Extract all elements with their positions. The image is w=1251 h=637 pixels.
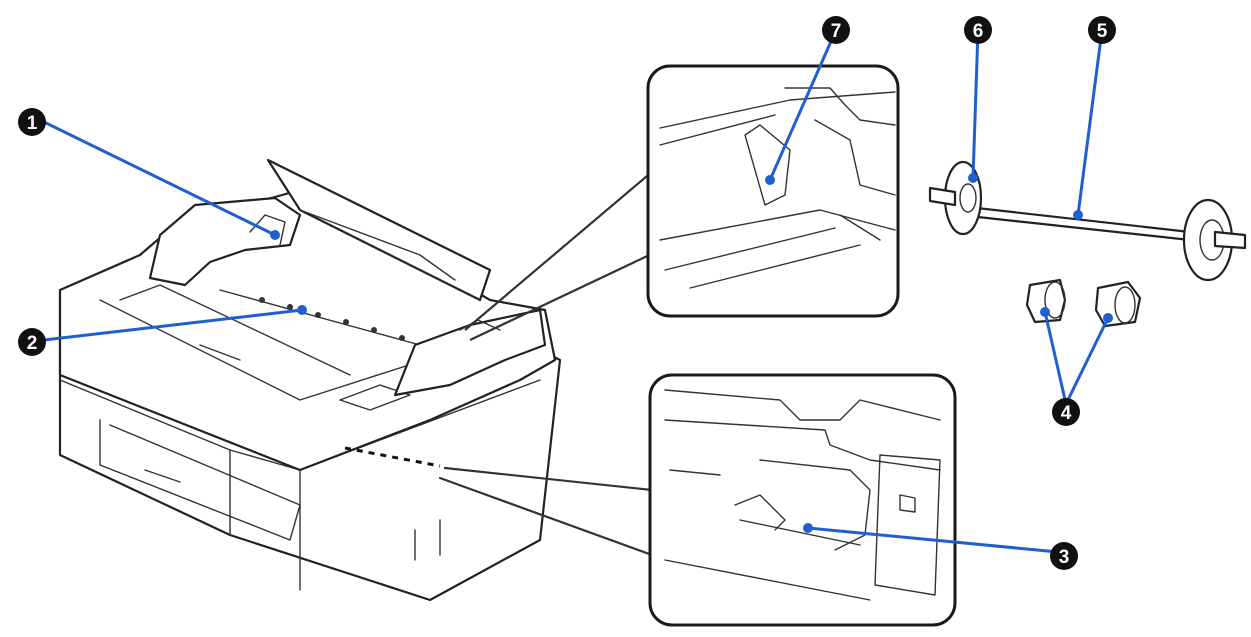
callout-7-label: 7 xyxy=(831,21,842,42)
callout-7: 7 xyxy=(822,16,850,44)
callout-2: 2 xyxy=(18,328,46,356)
zoom-panel-bottom xyxy=(438,373,957,627)
callout-3: 3 xyxy=(1050,542,1078,570)
callout-6-label: 6 xyxy=(973,21,984,42)
leader-lines xyxy=(42,28,1113,554)
callout-4-label: 4 xyxy=(1061,403,1072,424)
callout-5: 5 xyxy=(1088,16,1116,44)
zoom-panel-top xyxy=(464,64,900,341)
callout-1-label: 1 xyxy=(27,113,38,134)
roller-dots xyxy=(259,297,405,341)
callout-4: 4 xyxy=(1052,398,1080,426)
callout-1: 1 xyxy=(18,108,46,136)
callout-3-label: 3 xyxy=(1059,547,1070,568)
adapter-illustration xyxy=(1025,278,1142,328)
hidden-part-indicator xyxy=(344,446,441,468)
callout-2-label: 2 xyxy=(27,333,38,354)
printer-illustration xyxy=(58,158,562,602)
callout-6: 6 xyxy=(964,16,992,44)
callout-5-label: 5 xyxy=(1097,21,1108,42)
